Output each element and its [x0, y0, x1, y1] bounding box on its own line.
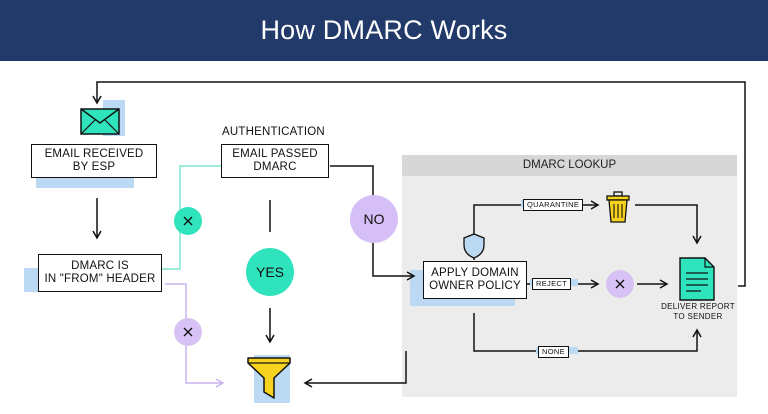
dmarc-lookup-title: DMARC LOOKUP	[402, 155, 737, 176]
none-tag: NONE	[538, 346, 569, 358]
apply-domain-owner-policy-box: APPLY DOMAIN OWNER POLICY	[423, 261, 527, 299]
quarantine-tag: QUARANTINE	[523, 199, 584, 211]
authentication-label: AUTHENTICATION	[222, 126, 325, 138]
deliver-report-label: DELIVER REPORT TO SENDER	[661, 302, 735, 321]
close-icon	[606, 270, 634, 298]
funnel-icon	[246, 356, 292, 405]
close-icon	[174, 318, 202, 346]
yes-circle: YES	[246, 248, 294, 296]
email-passed-dmarc-box: EMAIL PASSED DMARC	[221, 144, 329, 178]
trash-icon	[605, 191, 631, 228]
shield-icon	[463, 233, 485, 264]
email-received-box: EMAIL RECEIVED BY ESP	[31, 144, 157, 178]
page-title: How DMARC Works	[260, 15, 508, 45]
no-circle: NO	[350, 195, 398, 243]
reject-tag: REJECT	[532, 278, 571, 290]
envelope-icon	[80, 108, 120, 140]
title-banner: How DMARC Works	[0, 0, 768, 61]
document-icon	[679, 257, 715, 306]
close-icon	[174, 207, 202, 235]
dmarc-from-header-box: DMARC IS IN "FROM" HEADER	[38, 254, 162, 292]
